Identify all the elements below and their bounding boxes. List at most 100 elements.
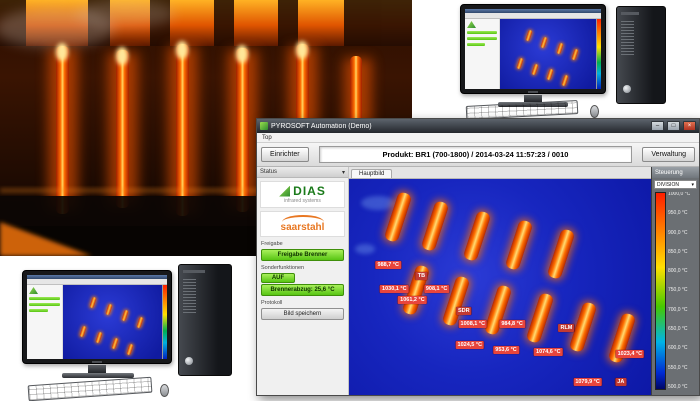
mini-sidebar	[465, 19, 501, 89]
monitor	[460, 4, 606, 94]
mouse	[160, 384, 169, 397]
verwaltung-button[interactable]: Verwaltung	[642, 147, 695, 162]
scale-tick: 800,0 °C	[668, 268, 688, 275]
tower-vents	[183, 279, 196, 313]
temperature-label: 1074,6 °C	[534, 347, 563, 356]
computer-tower	[178, 264, 232, 376]
mini-colorbar	[162, 285, 167, 359]
title-bar: PYROSOFT Automation (Demo) – □ ×	[257, 119, 699, 133]
hot-billet	[483, 283, 513, 336]
app-window: PYROSOFT Automation (Demo) – □ × Top Ein…	[256, 118, 700, 396]
mini-sidebar	[27, 285, 64, 359]
mini-hot-billet	[95, 332, 103, 344]
einrichter-button[interactable]: Einrichter	[261, 147, 309, 162]
monitor-brand-logo	[92, 361, 102, 363]
mini-colorbar	[596, 19, 601, 89]
mini-toolbar	[465, 13, 601, 19]
temperature-label: SDR	[455, 306, 472, 315]
drive-bay	[183, 270, 205, 273]
chevron-down-icon: ▾	[691, 181, 694, 188]
app-icon	[260, 122, 268, 130]
monitor-screen	[27, 275, 167, 359]
window-title: PYROSOFT Automation (Demo)	[271, 122, 372, 130]
close-button[interactable]: ×	[683, 121, 696, 131]
maximize-button[interactable]: □	[667, 121, 680, 131]
minimize-button[interactable]: –	[651, 121, 664, 131]
mini-hot-billet	[111, 337, 119, 350]
scale-tick: 950,0 °C	[668, 210, 688, 217]
computer-tower	[616, 6, 666, 104]
scale-tick: 1000,0 °C	[668, 192, 691, 197]
status-sidebar: Status ▾ DIAS infrared systems saarstahl…	[257, 167, 349, 395]
hp-logo-badge	[185, 357, 193, 365]
monitor-brand-logo	[528, 91, 538, 93]
temperature-label: 953,6 °C	[493, 345, 519, 354]
save-image-button[interactable]: Bild speichern	[261, 308, 344, 320]
colorbar	[655, 192, 666, 390]
menu-item-top[interactable]: Top	[262, 134, 272, 141]
hot-billet	[462, 210, 492, 263]
sonderfunktionen-label: Sonderfunktionen	[261, 265, 305, 271]
mini-hot-billet	[561, 74, 570, 87]
brennerabzug-button[interactable]: Brennerabzug: 25,6 °C	[261, 284, 344, 296]
scale-tick: 600,0 °C	[668, 345, 688, 352]
monitor-stand	[524, 95, 542, 102]
auf-button[interactable]: AUF	[261, 273, 295, 283]
mini-hot-billet	[531, 63, 539, 76]
mini-dias-logo-icon	[29, 287, 38, 294]
scale-tick: 550,0 °C	[668, 364, 688, 371]
tab-strip: Hauptbild	[349, 167, 651, 179]
temperature-label: 984,8 °C	[499, 319, 525, 328]
mini-green-button	[467, 43, 486, 46]
hot-billet	[504, 219, 534, 271]
steuerung-header: Steuerung	[652, 167, 699, 178]
temperature-label: 1079,9 °C	[573, 378, 602, 387]
workstation-top-right	[452, 2, 700, 120]
temperature-label: 908,1 °C	[423, 285, 450, 294]
floor-glow	[0, 222, 92, 256]
tab-hauptbild[interactable]: Hauptbild	[351, 169, 393, 178]
mini-green-button	[29, 303, 61, 306]
workstation-bottom-left	[16, 260, 266, 401]
range-select[interactable]: DIVISION ▾	[654, 180, 697, 189]
mini-toolbar	[27, 279, 167, 285]
temperature-label: 1024,5 °C	[455, 341, 485, 350]
protokoll-label: Protokoll	[261, 300, 283, 306]
mini-thermal-image	[500, 19, 596, 89]
temperature-label: 1061,2 °C	[398, 295, 427, 304]
thermal-artifact	[361, 196, 396, 211]
mini-hot-billet	[571, 48, 579, 61]
monitor-stand	[88, 365, 106, 373]
dias-triangle-icon	[279, 185, 291, 197]
mini-green-button	[467, 31, 498, 34]
window-content: Status ▾ DIAS infrared systems saarstahl…	[257, 167, 699, 395]
product-info: Produkt: BR1 (700-1800) / 2014-03-24 11:…	[318, 146, 633, 163]
mini-hot-billet	[556, 42, 564, 55]
saarstahl-logo: saarstahl	[260, 211, 345, 237]
monitor-screen	[465, 9, 601, 89]
monitor-base	[498, 102, 568, 107]
smoke	[75, 0, 175, 28]
dias-logo: DIAS infrared systems	[260, 181, 345, 208]
menu-bar: Top	[257, 133, 699, 143]
mini-thermal-image	[63, 285, 162, 359]
temperature-label: JA	[615, 378, 627, 387]
mini-hot-billet	[105, 303, 113, 315]
temperature-label: TB	[415, 272, 428, 281]
keyboard	[465, 100, 579, 120]
mini-hot-billet	[126, 343, 135, 356]
dias-tagline: infrared systems	[284, 198, 321, 204]
mini-hot-billet	[89, 296, 97, 309]
mini-hot-billet	[546, 69, 554, 81]
billet-hotspots	[56, 41, 308, 65]
temperature-label: 988,7 °C	[375, 261, 401, 270]
monitor-base	[62, 373, 134, 378]
dias-logo-text: DIAS	[293, 184, 326, 198]
range-select-value: DIVISION	[657, 181, 679, 188]
freigabe-button[interactable]: Freigabe Brenner	[261, 249, 344, 261]
temperature-label: 1023,4 °C	[615, 349, 645, 358]
temperature-label: 1008,1 °C	[458, 319, 488, 328]
temperature-label: 1030,1 °C	[380, 285, 409, 294]
chevron-down-icon[interactable]: ▾	[341, 169, 345, 176]
